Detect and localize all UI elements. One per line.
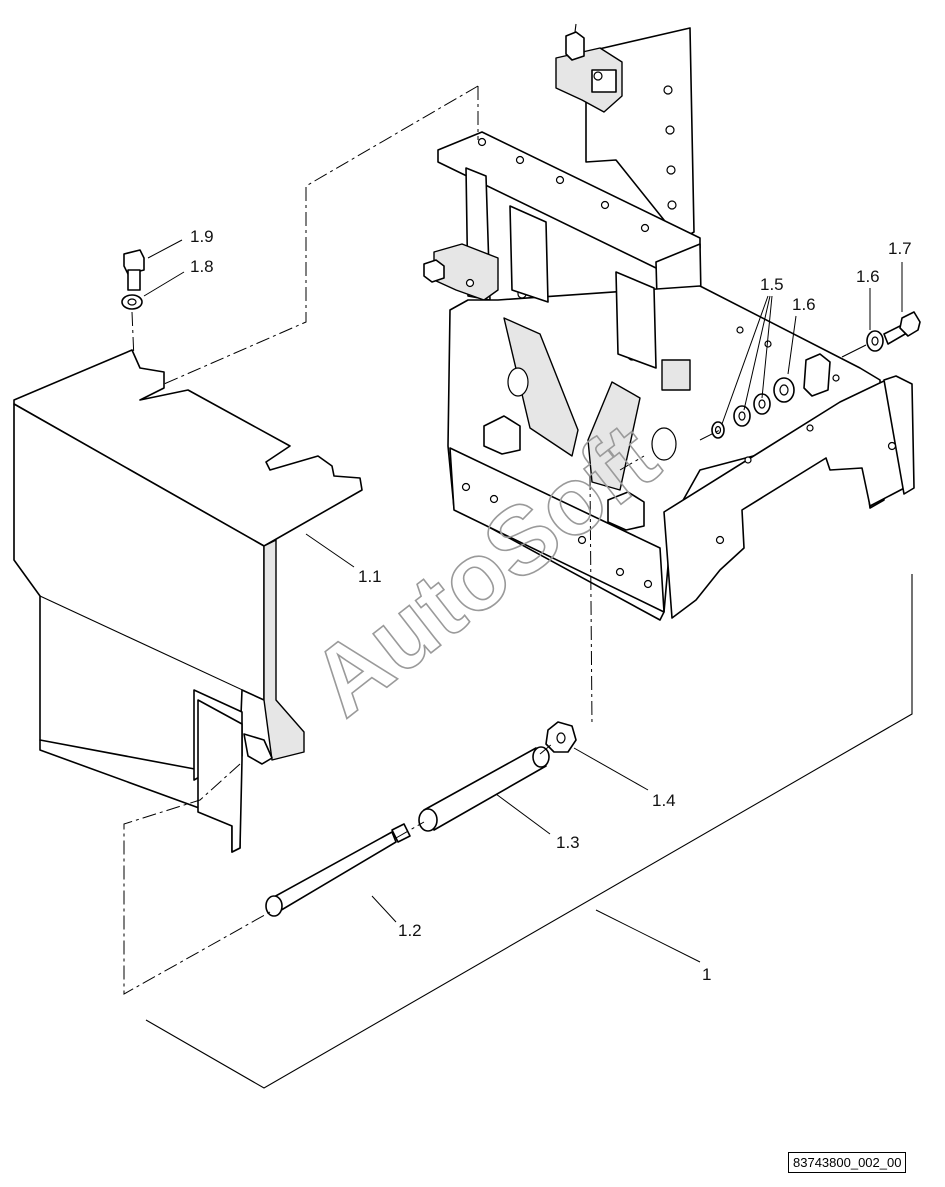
leader-lines — [143, 239, 903, 963]
assembly-centerlines — [123, 85, 645, 995]
callout-1-6-right: 1.6 — [856, 267, 880, 286]
callout-1-5: 1.5 — [760, 275, 784, 294]
cover-shield — [13, 349, 363, 853]
callout-1-1: 1.1 — [358, 567, 382, 586]
callout-1-6-center: 1.6 — [792, 295, 816, 314]
callout-1-3: 1.3 — [556, 833, 580, 852]
callout-1-4: 1.4 — [652, 791, 676, 810]
drawing-id-label: 83743800_002_00 — [788, 1152, 907, 1173]
item-1-bracket-outline — [145, 574, 913, 1089]
callout-1-7: 1.7 — [888, 239, 912, 258]
callout-1-2: 1.2 — [398, 921, 422, 940]
hardware-set-left — [121, 249, 145, 361]
callout-1-8: 1.8 — [190, 257, 214, 276]
callout-1-9: 1.9 — [190, 227, 214, 246]
callout-labels: 1.9 1.8 1.1 1.2 1.3 1.4 1 1.5 1.6 1.6 1.… — [190, 227, 912, 984]
hardware-set-right — [699, 311, 921, 441]
callout-1: 1 — [702, 965, 711, 984]
frame-assembly — [423, 23, 915, 621]
